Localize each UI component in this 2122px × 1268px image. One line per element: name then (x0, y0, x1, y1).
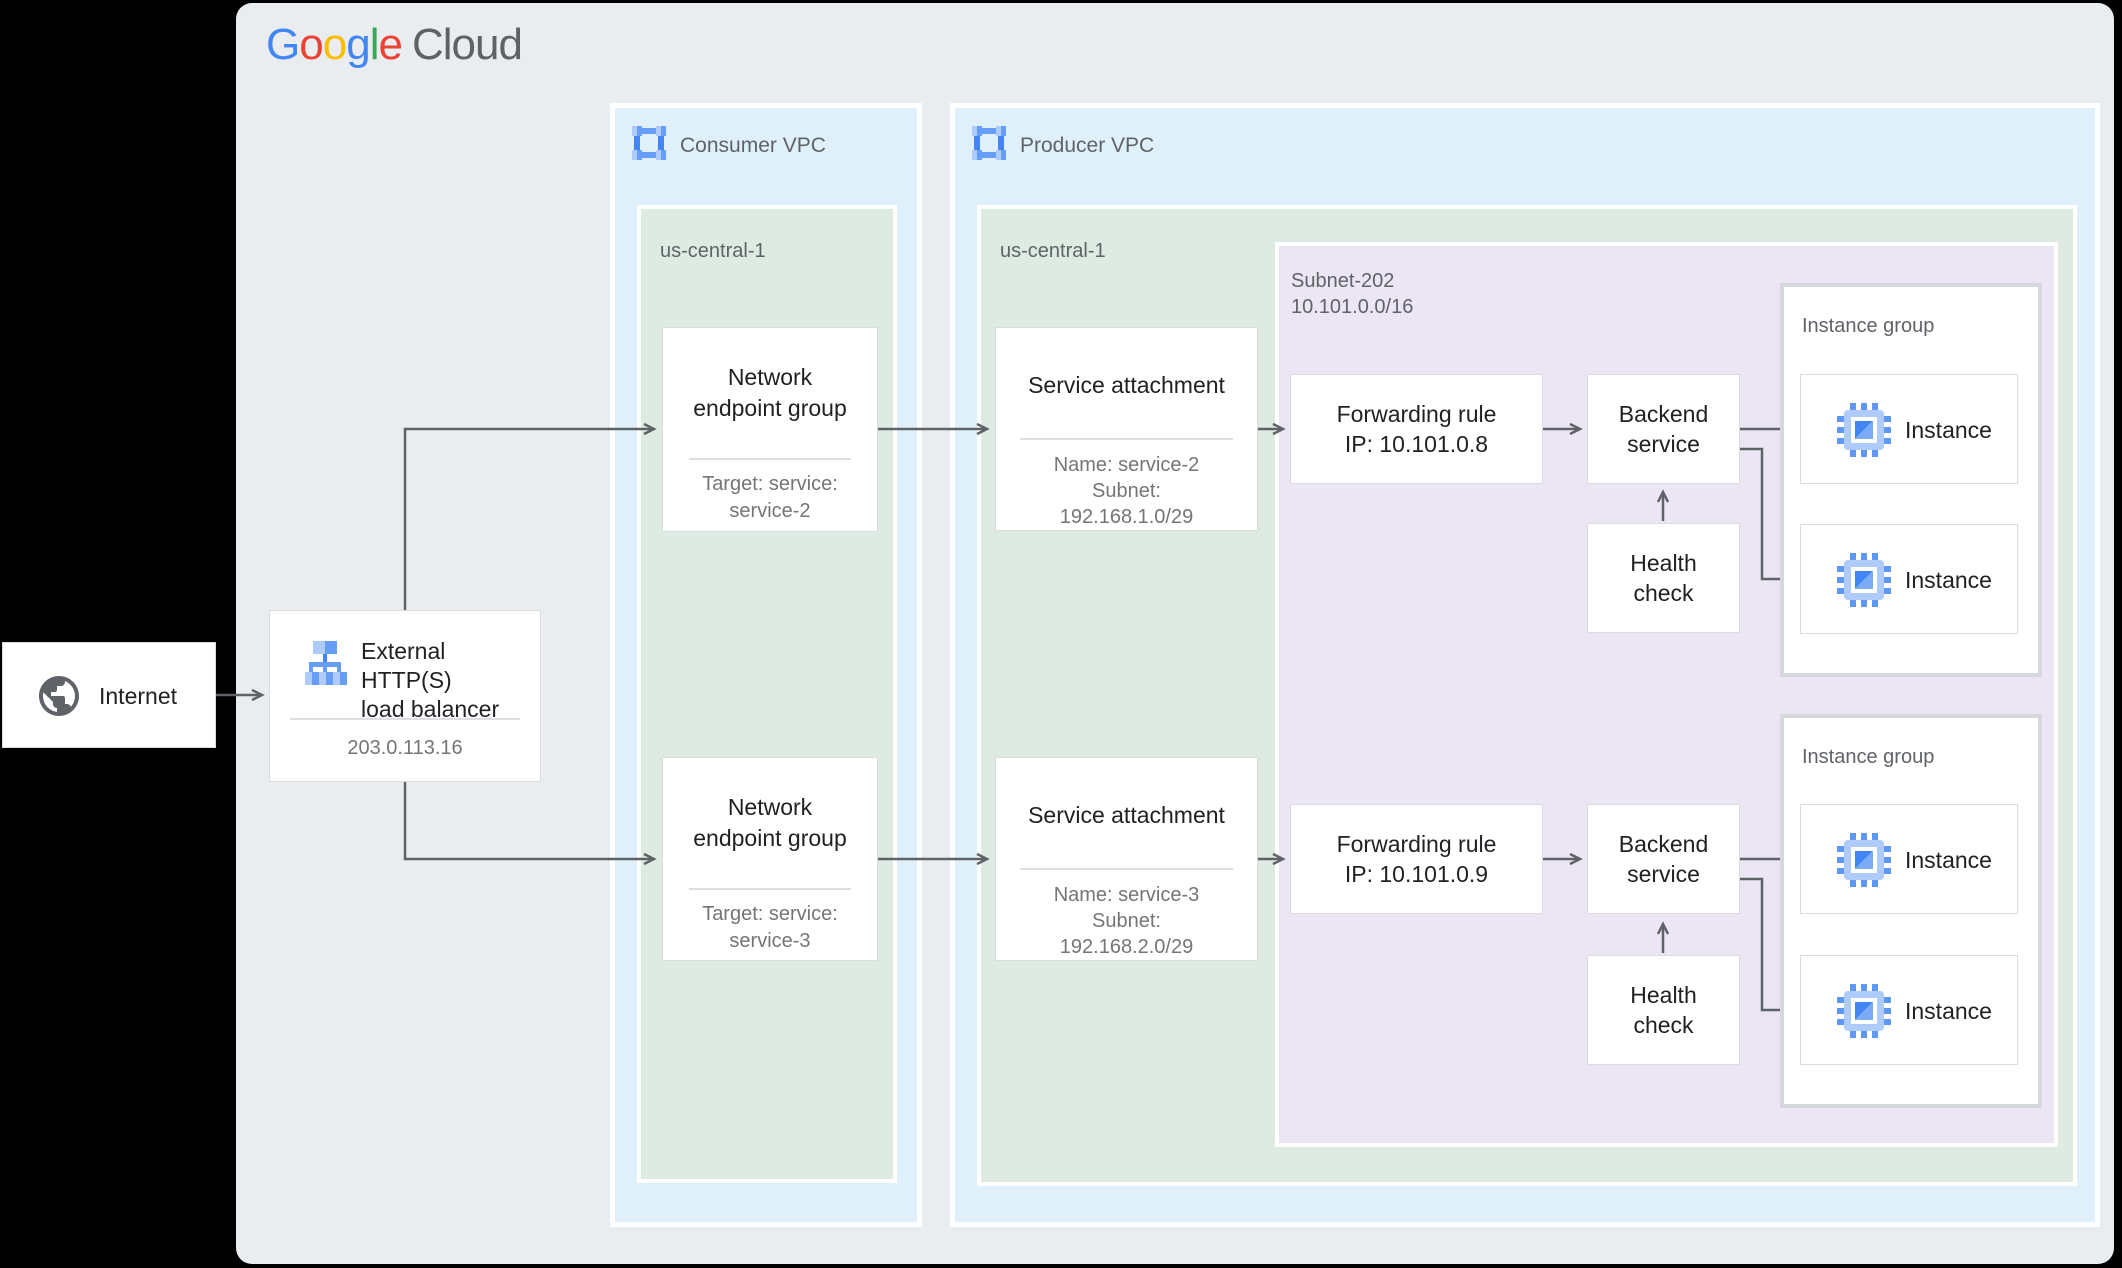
backend-service-node: Backend service (1587, 804, 1740, 914)
service-attachment-title: Service attachment (1028, 372, 1225, 398)
instance-group-label: Instance group (1802, 315, 1935, 337)
logo-letter: G (266, 20, 300, 69)
logo-letter: e (378, 20, 403, 69)
load-balancer-title: External HTTP(S) load balancer (361, 638, 500, 722)
internet-node: Internet (2, 642, 216, 748)
network-endpoint-group-node: Network endpoint group Target: service: … (662, 757, 878, 961)
consumer-region-label: us-central-1 (660, 240, 766, 262)
globe-icon (39, 676, 79, 716)
divider (1020, 438, 1233, 440)
neg-target: Target: service: service-2 (702, 473, 838, 522)
instance-group-label: Instance group (1802, 746, 1935, 768)
service-attachment-node: Service attachment Name: service-2 Subne… (995, 327, 1258, 531)
health-check-node: Health check (1587, 955, 1740, 1065)
forwarding-rule-node: Forwarding rule IP: 10.101.0.8 (1290, 374, 1543, 484)
logo-cloud-text: Cloud (411, 20, 523, 69)
instance-node: Instance (1800, 955, 2018, 1065)
health-check-node: Health check (1587, 523, 1740, 633)
instance-node: Instance (1800, 524, 2018, 634)
service-attachment-title: Service attachment (1028, 802, 1225, 828)
load-balancer-ip: 203.0.113.16 (347, 737, 463, 759)
vpc-network-icon (972, 126, 1006, 160)
logo-letter: o (322, 20, 348, 69)
internet-label: Internet (99, 682, 177, 709)
consumer-vpc-label: Consumer VPC (680, 134, 826, 157)
subnet-label: Subnet-202 10.101.0.0/16 (1291, 270, 1414, 318)
divider (290, 718, 520, 720)
service-attachment-detail: Name: service-2 Subnet: 192.168.1.0/29 (1053, 454, 1200, 528)
service-attachment-node: Service attachment Name: service-3 Subne… (995, 757, 1258, 961)
divider (689, 458, 851, 460)
instance-node: Instance (1800, 374, 2018, 484)
compute-instance-icon (1837, 984, 1891, 1038)
instance-label: Instance (1905, 997, 1992, 1024)
divider (689, 888, 851, 890)
producer-region-label: us-central-1 (1000, 240, 1106, 262)
network-endpoint-group-node: Network endpoint group Target: service: … (662, 327, 878, 532)
instance-label: Instance (1905, 846, 1992, 873)
neg-target: Target: service: service-3 (702, 903, 838, 952)
compute-instance-icon (1837, 403, 1891, 457)
logo-letter: g (346, 20, 371, 69)
load-balancer-node: External HTTP(S) load balancer 203.0.113… (269, 610, 541, 782)
vpc-network-icon (632, 126, 666, 160)
backend-service-node: Backend service (1587, 374, 1740, 484)
instance-node: Instance (1800, 804, 2018, 914)
divider (1020, 868, 1233, 870)
neg-title: Network endpoint group (693, 794, 847, 851)
forwarding-rule-node: Forwarding rule IP: 10.101.0.9 (1290, 804, 1543, 914)
service-attachment-detail: Name: service-3 Subnet: 192.168.2.0/29 (1053, 884, 1200, 958)
load-balancer-icon (305, 641, 347, 685)
instance-label: Instance (1905, 416, 1992, 443)
compute-instance-icon (1837, 553, 1891, 607)
producer-vpc-label: Producer VPC (1020, 134, 1155, 157)
compute-instance-icon (1837, 833, 1891, 887)
logo-letter: l (369, 20, 380, 69)
instance-label: Instance (1905, 566, 1992, 593)
logo-letter: o (299, 20, 324, 69)
neg-title: Network endpoint group (693, 364, 847, 421)
